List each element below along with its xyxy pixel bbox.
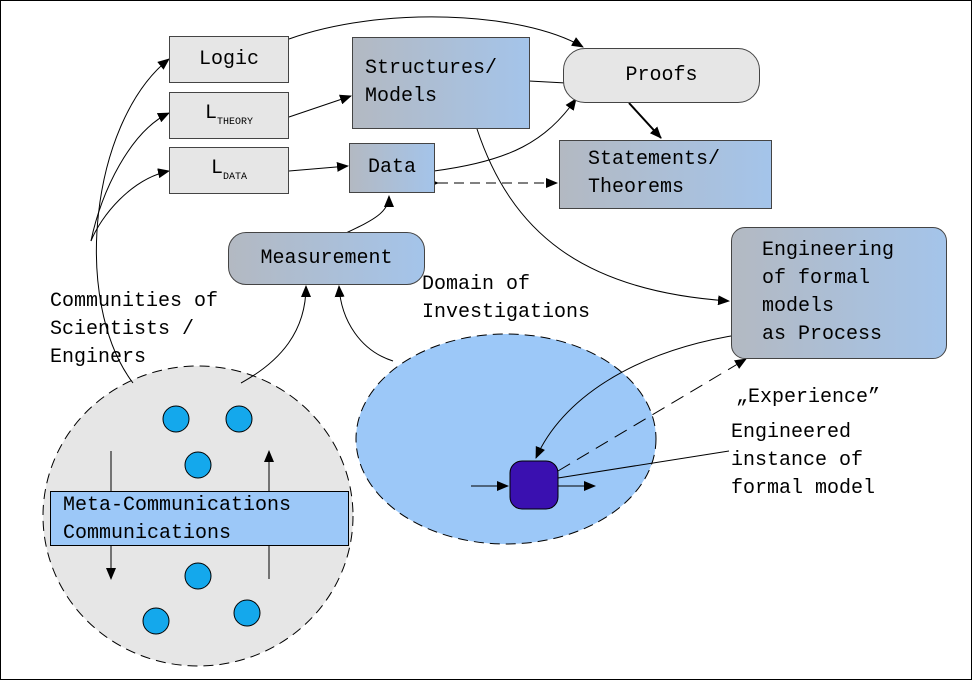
domain-line-1: Domain of (422, 273, 531, 296)
structures-models-box: Structures/ Models (352, 37, 530, 129)
l-theory-letter: L (204, 102, 217, 125)
instance-line-3: formal model (731, 477, 876, 500)
arrow-proofs-to-statements (628, 102, 662, 139)
community-member-dot (225, 405, 253, 433)
engineering-label-3: models (762, 295, 835, 318)
theorems-label: Theorems (588, 176, 685, 199)
communities-line-3: Enginers (50, 346, 147, 369)
engineering-label-2: of formal (762, 267, 871, 290)
l-data-box: LDATA (169, 147, 289, 194)
arrow-experience (557, 358, 747, 472)
domain-ellipse (355, 333, 657, 545)
communities-line-2: Scientists / (50, 318, 195, 341)
arrow-community-to-ldata (90, 168, 170, 242)
domain-label: Domain of Investigations (422, 271, 590, 327)
arrow-ltheory-to-structures (288, 94, 352, 118)
communities-line-1: Communities of (50, 290, 219, 313)
l-data-letter: L (210, 157, 223, 180)
engineering-label-4: as Process (762, 323, 883, 346)
logic-box: Logic (169, 36, 289, 83)
measurement-label: Measurement (260, 246, 393, 270)
data-box: Data (349, 143, 435, 193)
arrow-ldata-to-data (288, 161, 349, 172)
arrow-domain-to-measurement (334, 285, 394, 362)
arrow-logic-to-proofs (288, 16, 584, 48)
statements-label: Statements/ (588, 148, 721, 171)
l-data-label: LDATA (211, 155, 247, 186)
arrow-community-to-ltheory (90, 112, 170, 242)
arrow-measurement-to-data (345, 195, 394, 234)
logic-label: Logic (198, 47, 259, 71)
communities-label: Communities of Scientists / Enginers (50, 288, 218, 372)
community-member-dot (162, 405, 190, 433)
arrow-engineering-to-instance (535, 333, 744, 459)
l-data-subscript: DATA (223, 172, 248, 183)
instance-line-1: Engineered (731, 421, 852, 444)
community-member-dot (233, 599, 261, 627)
instance-line-2: instance of (731, 449, 864, 472)
meta-communications-box: Meta-Communications Communications (50, 491, 349, 546)
arrow-structures-to-engineering (476, 128, 730, 306)
measurement-box: Measurement (228, 232, 425, 285)
experience-label: „Experience” (736, 386, 881, 409)
community-member-dot (184, 562, 212, 590)
l-theory-subscript: THEORY (217, 117, 254, 128)
data-label: Data (367, 156, 416, 179)
arrow-structures-to-proofs (528, 80, 567, 84)
statements-theorems-box: Statements/ Theorems (559, 140, 772, 209)
community-member-dot (142, 607, 170, 635)
arrow-community-to-measurement (240, 285, 311, 384)
pointer-instance-label (557, 450, 730, 479)
meta-communications-label: Meta-Communications (63, 494, 292, 517)
arrow-data-to-proofs (433, 98, 577, 172)
domain-line-2: Investigations (422, 301, 591, 324)
structures-label: Structures/ (365, 57, 498, 80)
l-theory-label: LTHEORY (205, 100, 253, 131)
l-theory-box: LTHEORY (169, 92, 289, 139)
models-label: Models (365, 85, 438, 108)
proofs-box: Proofs (563, 48, 760, 103)
proofs-label: Proofs (625, 63, 698, 87)
engineering-process-box: Engineering of formal models as Process (731, 227, 947, 359)
communications-label: Communications (63, 522, 232, 545)
engineered-instance-node (509, 460, 559, 510)
engineering-label-1: Engineering (762, 239, 895, 262)
engineered-instance-label: Engineered instance of formal model (731, 419, 875, 503)
community-member-dot (184, 451, 212, 479)
